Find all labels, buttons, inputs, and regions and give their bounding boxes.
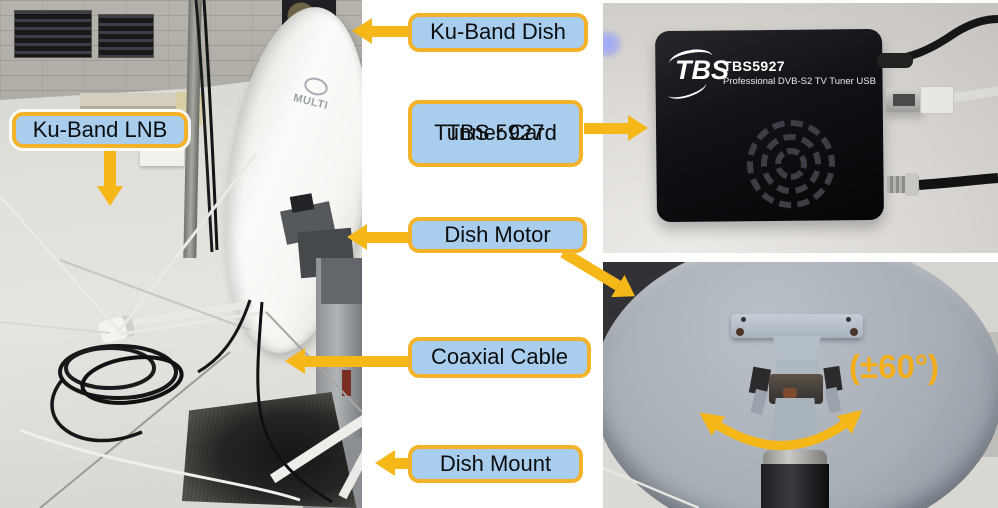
label-coaxial-cable: Coaxial Cable (408, 337, 591, 378)
dish-mount-arrow-icon (375, 450, 395, 476)
bolt (736, 328, 744, 336)
coaxial-cable-arrow-icon (285, 348, 305, 374)
blue-led-glow (603, 30, 622, 58)
rubber-mat (182, 392, 357, 508)
louver-window (98, 14, 154, 58)
label-ku-band-lnb: Ku-Band LNB (12, 112, 188, 148)
louver-window (14, 10, 92, 58)
ku-band-dish-arrow-shaft (371, 26, 409, 37)
dish-motor-arrow-shaft (366, 232, 410, 243)
label-dish-mount: Dish Mount (408, 445, 583, 483)
roof-vent (140, 148, 184, 166)
label-ku-band-dish: Ku-Band Dish (408, 13, 588, 52)
coax-nut (905, 173, 918, 196)
vent-ring (747, 120, 835, 208)
label-text: Tunner Card (434, 120, 557, 146)
label-tbs-tuner-card: TBS 5927 Tunner Card (408, 100, 583, 167)
diagonal-arrow-shaft (560, 247, 621, 291)
ku-band-dish-arrow-icon (352, 18, 372, 44)
rust-patch (783, 388, 797, 398)
usb-plug-body (920, 86, 954, 114)
rooftop-dish-photo: MULTI (0, 0, 362, 508)
dish-mount-arrow-shaft (394, 458, 410, 469)
ku-band-lnb-arrow-shaft (104, 146, 116, 188)
dish-motor-arrow-icon (347, 224, 367, 250)
label-text: Ku-Band Dish (430, 19, 566, 45)
parapet-ledge (80, 93, 198, 109)
label-text: Dish Motor (444, 221, 551, 247)
tuner-card-arrow-shaft (584, 123, 628, 134)
usb-plug-slot (893, 94, 915, 106)
tuner-cables (880, 15, 998, 190)
dish-motor-photo: (±60°) (603, 262, 998, 508)
mount-pole (761, 464, 829, 508)
tuner-subtitle-text: Professional DVB-S2 TV Tuner USB (723, 76, 876, 87)
rotation-arrow-icon (603, 410, 863, 508)
label-text: Ku-Band LNB (32, 116, 168, 142)
mount-bracket-trunk (772, 336, 822, 364)
label-text: Dish Mount (439, 450, 552, 476)
wires-and-cables (0, 0, 362, 508)
tuner-card-photo: TBS TBS5927 Professional DVB-S2 TV Tuner… (603, 3, 998, 253)
rotation-range-text: (±60°) (849, 348, 939, 385)
label-text: TBS 5927 (446, 120, 545, 146)
bolt (850, 328, 858, 336)
coaxial-cable-arrow-shaft (304, 356, 410, 367)
bolt (846, 317, 851, 322)
mount-bracket-bar (731, 314, 863, 338)
tbs-logo-text: TBS (675, 55, 729, 85)
label-dish-motor: Dish Motor (408, 217, 587, 253)
pedestal-head (321, 258, 362, 304)
bolt (741, 317, 746, 322)
power-connector (877, 53, 913, 68)
tuner-model-text: TBS5927 (723, 58, 785, 74)
red-tag (342, 370, 351, 396)
tuner-card-arrow-icon (628, 115, 648, 141)
label-text: Coaxial Cable (431, 344, 568, 370)
ku-band-lnb-arrow-icon (97, 186, 123, 206)
